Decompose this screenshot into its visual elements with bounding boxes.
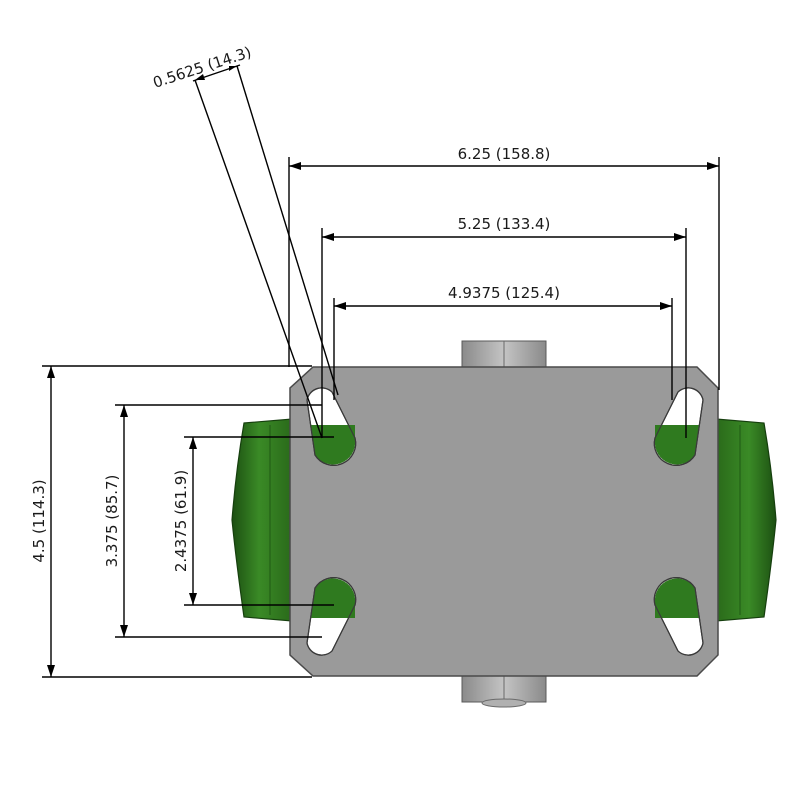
dim-bolt-inner-width: 4.9375 (125.4) <box>333 284 673 400</box>
slot-bottom-right <box>653 577 704 656</box>
slot-bottom-left <box>306 577 357 656</box>
dim-overall-width: 6.25 (158.8) <box>288 145 720 390</box>
bottom-axle-bolt <box>461 671 547 708</box>
left-wheel <box>231 418 293 622</box>
overall-width-label: 6.25 (158.8) <box>458 145 551 163</box>
dim-overall-height: 4.5 (114.3) <box>30 365 312 678</box>
top-plate <box>289 366 719 677</box>
dim-bolt-outer-width: 5.25 (133.4) <box>321 215 687 438</box>
top-axle-bolt <box>461 340 547 372</box>
overall-height-label: 4.5 (114.3) <box>30 479 48 562</box>
bolt-thread-end <box>481 698 527 708</box>
bolt-outer-height-label: 3.375 (85.7) <box>103 475 121 568</box>
right-wheel <box>715 418 777 622</box>
bolt-outer-width-label: 5.25 (133.4) <box>458 215 551 233</box>
dim-bolt-inner-height: 2.4375 (61.9) <box>172 436 334 606</box>
bolt-inner-width-label: 4.9375 (125.4) <box>448 284 560 302</box>
bolt-inner-height-label: 2.4375 (61.9) <box>172 470 190 572</box>
dim-bolt-outer-height: 3.375 (85.7) <box>103 404 322 638</box>
slot-top-right <box>653 387 704 466</box>
